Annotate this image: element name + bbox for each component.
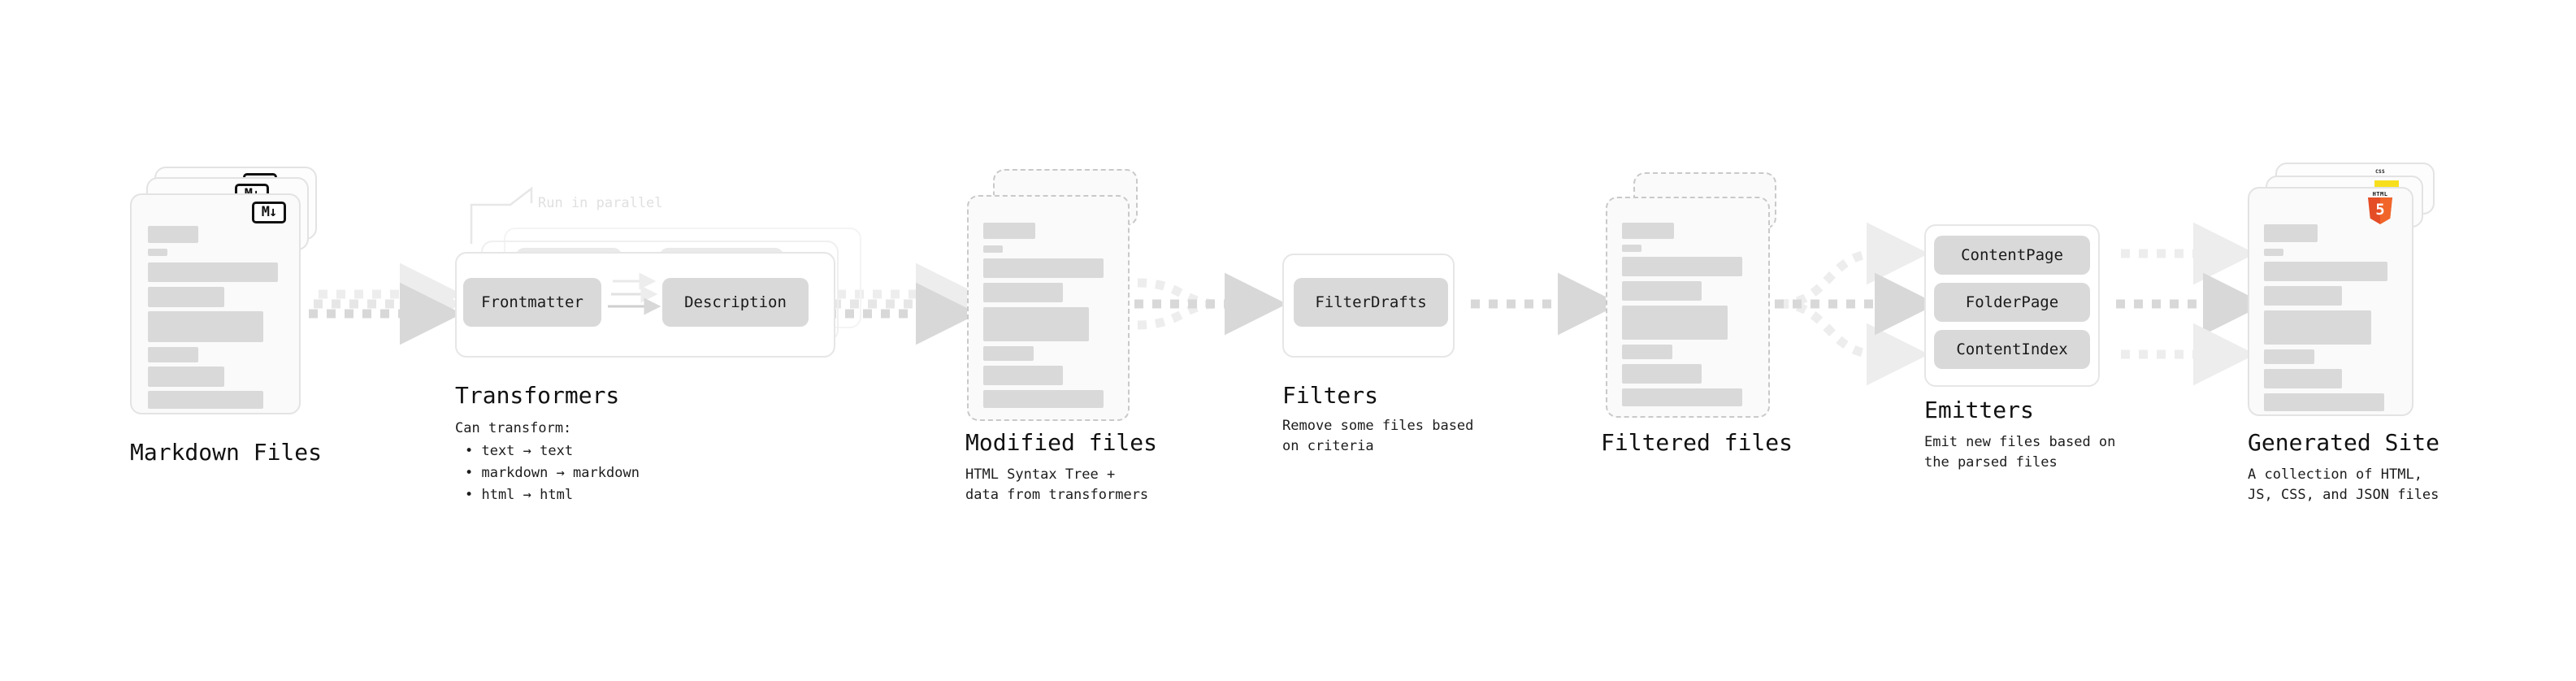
arrow-emitters-to-site	[2116, 222, 2266, 386]
skeleton-bar	[148, 249, 167, 256]
skeleton-bar	[1622, 223, 1674, 239]
stage-description-modified-files: HTML Syntax Tree + data from transformer…	[965, 466, 1149, 503]
skeleton-bar	[1622, 281, 1702, 301]
stage-heading-filtered-files: Filtered files	[1601, 429, 1793, 456]
markdown-icon: M↓	[252, 202, 286, 223]
emitter-chip-folderpage[interactable]: FolderPage	[1934, 283, 2090, 322]
stage-heading-emitters: Emitters	[1924, 397, 2034, 423]
filtered-card-front	[1606, 197, 1770, 418]
skeleton-bar	[2264, 224, 2318, 242]
stage-heading-filters: Filters	[1282, 382, 1379, 409]
html5-icon: HTML 5	[2366, 191, 2394, 225]
transformer-chip-frontmatter[interactable]: Frontmatter	[463, 278, 601, 327]
skeleton-bar	[2264, 262, 2387, 281]
skeleton-bar	[1622, 257, 1742, 276]
transformers-bullet-2: • html → html	[465, 487, 574, 503]
html5-icon-shield: 5	[2368, 197, 2392, 224]
skeleton-bar	[2264, 349, 2314, 364]
skeleton-bar	[2264, 249, 2283, 256]
skeleton-bar	[983, 366, 1063, 385]
skeleton-bar	[983, 346, 1034, 361]
skeleton-bar	[148, 287, 224, 307]
run-in-parallel-label: Run in parallel	[538, 195, 663, 211]
stage-description-emitters: Emit new files based on the parsed files	[1924, 434, 2116, 471]
stage-description-generated-site: A collection of HTML, JS, CSS, and JSON …	[2248, 466, 2439, 503]
skeleton-bar	[1622, 388, 1742, 406]
modified-card-front	[967, 195, 1130, 421]
transformer-chip-description[interactable]: Description	[662, 278, 809, 327]
skeleton-bar	[148, 347, 198, 362]
filter-chip-filterdrafts[interactable]: FilterDrafts	[1294, 278, 1448, 327]
skeleton-bar	[148, 226, 198, 243]
arrow-markdown-to-transformers	[309, 262, 462, 345]
skeleton-bar	[148, 367, 224, 387]
skeleton-bar	[983, 245, 1003, 253]
skeleton-bar	[983, 223, 1035, 239]
skeleton-bar	[148, 262, 278, 282]
emitter-chip-contentindex[interactable]: ContentIndex	[1934, 330, 2090, 369]
skeleton-bar	[983, 390, 1104, 408]
stage-description-transformers: Can transform:	[455, 420, 572, 436]
emitter-chip-contentpage[interactable]: ContentPage	[1934, 236, 2090, 275]
css-icon-label: CSS	[2375, 169, 2385, 175]
skeleton-bar	[2264, 369, 2342, 388]
stage-description-filters: Remove some files based on criteria	[1282, 418, 1474, 454]
stage-heading-generated-site: Generated Site	[2248, 429, 2440, 456]
stage-heading-modified-files: Modified files	[965, 429, 1158, 456]
skeleton-bar	[1622, 345, 1672, 359]
skeleton-bar	[1622, 364, 1702, 384]
generated-card-front	[2248, 187, 2413, 416]
skeleton-bar	[148, 391, 263, 409]
skeleton-bar	[983, 258, 1104, 278]
transformers-bullet-1: • markdown → markdown	[465, 465, 640, 481]
transformers-bullet-0: • text → text	[465, 443, 574, 459]
skeleton-bar	[1622, 306, 1728, 340]
html5-icon-label: HTML	[2372, 191, 2388, 197]
skeleton-bar	[2264, 393, 2384, 411]
arrow-filtered-to-emitters	[1775, 222, 1937, 386]
html5-icon-digit: 5	[2375, 200, 2385, 219]
skeleton-bar	[983, 307, 1089, 341]
stage-heading-markdown-files: Markdown Files	[130, 439, 323, 466]
skeleton-bar	[2264, 310, 2371, 345]
markdown-card-front	[130, 193, 301, 414]
skeleton-bar	[983, 283, 1063, 302]
skeleton-bar	[1622, 245, 1641, 252]
skeleton-bar	[2264, 286, 2342, 306]
arrow-modified-to-filters	[1134, 272, 1287, 336]
skeleton-bar	[148, 311, 263, 342]
stage-heading-transformers: Transformers	[455, 382, 620, 409]
